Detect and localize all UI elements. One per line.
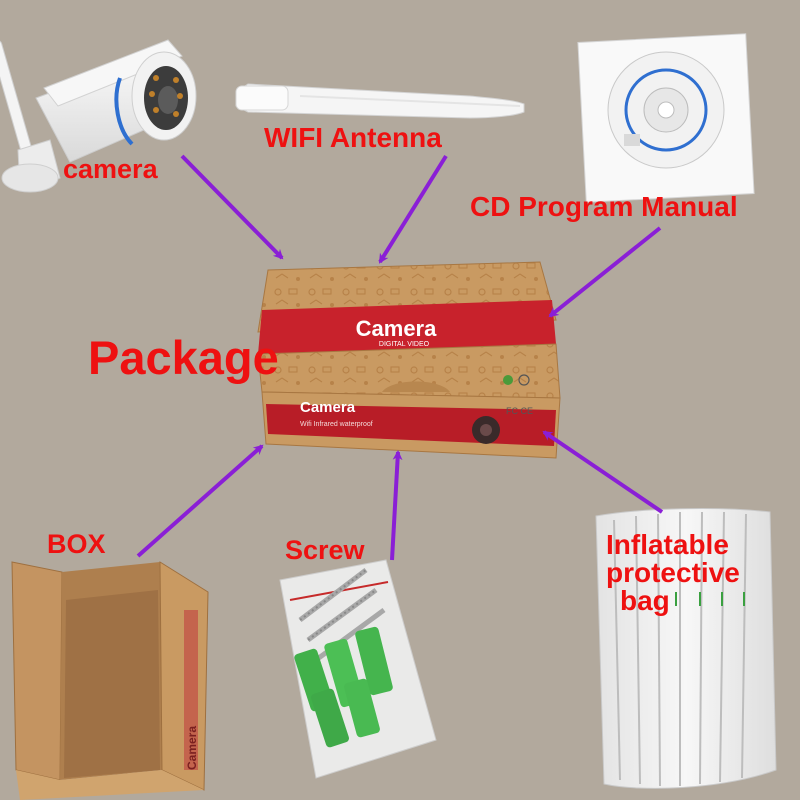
screw-label: Screw [285, 535, 365, 565]
inflatable-bag-label: Inflatable protective bag [606, 531, 796, 615]
bag-label-line-1: Inflatable [606, 529, 729, 560]
package-label: Package [88, 331, 279, 384]
wifi-antenna-photo [235, 83, 525, 119]
open-box-photo: Camera [11, 561, 209, 800]
arrow-bag [542, 430, 664, 514]
arrow-antenna [378, 154, 448, 264]
cd-program-manual-label: CD Program Manual [470, 191, 738, 222]
arrow-box [136, 444, 264, 558]
box-brand-subtext: DIGITAL VIDEO [379, 341, 430, 348]
box-label: BOX [47, 529, 106, 559]
camera-label: camera [63, 154, 158, 184]
bag-label-line-3: bag [620, 585, 670, 616]
camera-photo [0, 39, 197, 193]
arrow-cd [548, 226, 662, 318]
screw-bag-photo [279, 559, 437, 779]
arrows [136, 154, 664, 561]
box-brand-text: Camera [356, 316, 437, 341]
box-side-subtext: Wifi Infrared waterproof [300, 421, 373, 428]
air-bag-photo [595, 508, 777, 789]
cd-photo [577, 33, 755, 203]
arrow-screw [390, 450, 403, 561]
box-side-brand-text: Camera [300, 399, 356, 416]
box-cert-marks: FC CE [506, 406, 533, 416]
bag-label-line-2: protective [606, 557, 740, 588]
open-box-side-text: Camera [185, 726, 199, 770]
arrow-camera [180, 154, 284, 260]
package-box-photo: Camera DIGITAL VIDEO Camera Wifi Infrare… [257, 261, 561, 459]
wifi-antenna-label: WIFI Antenna [264, 122, 442, 153]
